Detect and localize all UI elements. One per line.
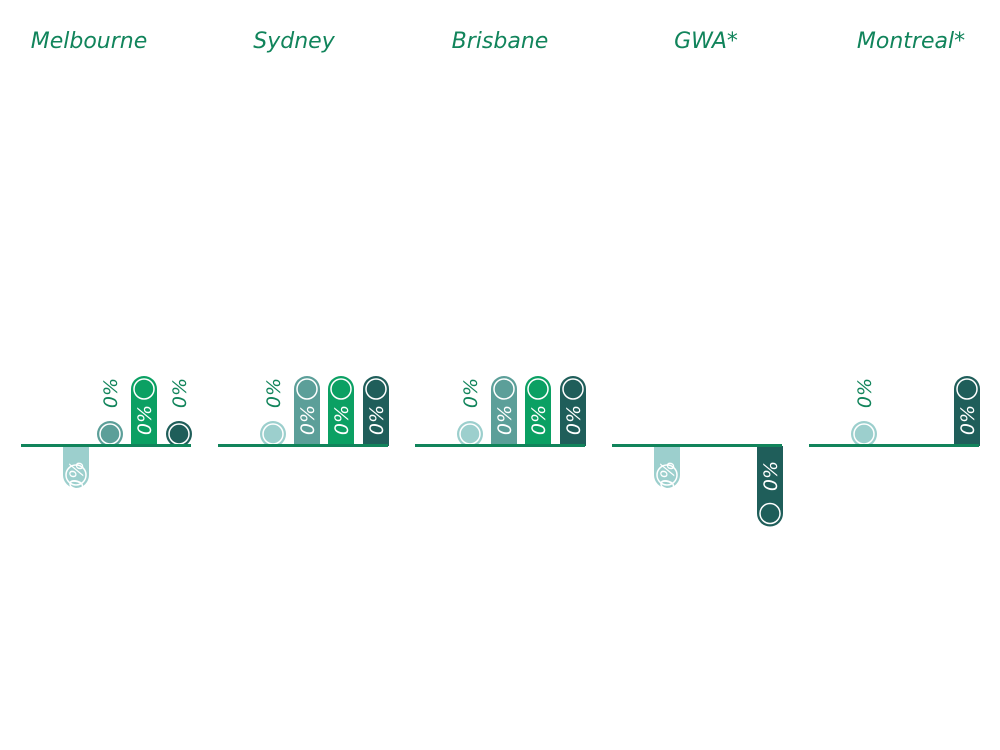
baseline	[21, 444, 191, 447]
bar-value-label: 0%	[169, 378, 191, 408]
bar-value-label: 0%	[263, 378, 285, 408]
bar-knob	[493, 378, 515, 400]
bar-value-label: 0%	[66, 461, 88, 491]
bar-base	[363, 433, 389, 446]
bar-base	[954, 433, 980, 446]
bar-series-2: 0%	[491, 376, 517, 446]
bar-series-1: 0%	[260, 378, 286, 447]
bar-value-label: 0%	[760, 461, 782, 491]
bar-base	[757, 446, 783, 459]
bar-value-label: 0%	[957, 405, 979, 435]
baseline	[218, 444, 388, 447]
bar-base	[525, 433, 551, 446]
panel-title: Brisbane	[452, 29, 549, 54]
bar-series-3: 0%	[131, 376, 157, 446]
bar-value-label: 0%	[657, 461, 679, 491]
bar-series-1: 0%	[851, 378, 877, 447]
bar-base	[294, 433, 320, 446]
bar-series-1: 0%	[63, 446, 89, 491]
bar-value-label: 0%	[528, 405, 550, 435]
bar-mark	[560, 376, 586, 446]
bar-series-1: 0%	[654, 446, 680, 491]
bar-base	[491, 433, 517, 446]
bar-mark	[491, 376, 517, 446]
bar-base	[63, 446, 89, 459]
bar-series-4: 0%	[954, 376, 980, 446]
bar-knob	[759, 502, 781, 525]
bar-mark	[166, 421, 192, 447]
bar-mark	[131, 376, 157, 446]
bar-knob	[656, 464, 678, 486]
bar-value-label: 0%	[854, 378, 876, 408]
baseline	[612, 444, 782, 447]
bar-mark	[363, 376, 389, 446]
bar-series-4: 0%	[560, 376, 586, 446]
bar-series-3: 0%	[525, 376, 551, 446]
panel-gwa: GWA* 0% 0%	[612, 29, 783, 527]
bar-value-label: 0%	[134, 405, 156, 435]
bar-knob	[365, 378, 387, 400]
bar-knob	[527, 378, 549, 400]
bar-knob	[956, 378, 978, 400]
panel-title: Sydney	[253, 29, 335, 54]
bar-value-label: 0%	[494, 405, 516, 435]
bar-mark	[525, 376, 551, 446]
bar-knob	[562, 378, 584, 400]
bar-value-label: 0%	[460, 378, 482, 408]
bar-mark	[294, 376, 320, 446]
panel-title: GWA*	[674, 29, 738, 54]
baseline	[415, 444, 585, 447]
bar-mark	[260, 421, 286, 447]
baseline	[809, 444, 979, 447]
bar-value-label: 0%	[366, 405, 388, 435]
bar-base	[654, 446, 680, 459]
bar-mark	[851, 421, 877, 447]
panel-title: Melbourne	[31, 29, 148, 54]
bar-series-1: 0%	[457, 378, 483, 447]
panel-montreal: Montreal* 0% 0%	[809, 29, 980, 447]
bar-series-4: 0%	[166, 378, 192, 447]
bar-mark	[97, 421, 123, 447]
bar-series-2: 0%	[97, 378, 123, 447]
bar-value-label: 0%	[100, 378, 122, 408]
bar-series-4: 0%	[363, 376, 389, 446]
bar-mark	[457, 421, 483, 447]
bar-value-label: 0%	[297, 405, 319, 435]
bar-base	[328, 433, 354, 446]
bar-value-label: 0%	[563, 405, 585, 435]
bar-knob	[296, 378, 318, 400]
bar-mark	[328, 376, 354, 446]
bar-series-3: 0%	[328, 376, 354, 446]
panel-brisbane: Brisbane 0% 0% 0% 0%	[415, 29, 586, 447]
bar-knob	[65, 464, 87, 486]
bar-base	[560, 433, 586, 446]
panel-sydney: Sydney 0% 0% 0% 0%	[218, 29, 389, 447]
panel-melbourne: Melbourne 0% 0% 0% 0%	[21, 29, 192, 491]
bar-series-2: 0%	[294, 376, 320, 446]
bar-base	[131, 433, 157, 446]
bar-knob	[330, 378, 352, 400]
bar-mark	[954, 376, 980, 446]
panel-title: Montreal*	[857, 29, 965, 54]
bar-value-label: 0%	[331, 405, 353, 435]
bar-knob	[133, 378, 155, 400]
bar-series-4: 0%	[757, 446, 783, 527]
